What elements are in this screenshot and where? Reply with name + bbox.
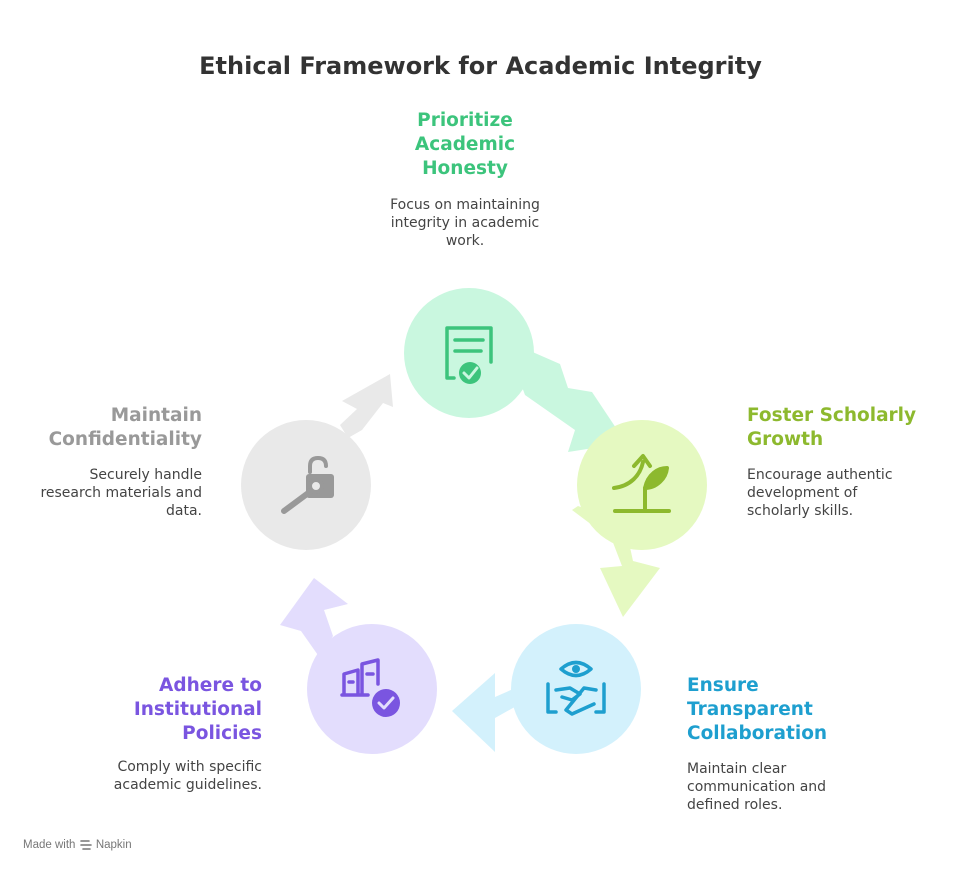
key-unlock-icon: [281, 456, 334, 514]
step-2-circle: [577, 420, 707, 550]
step-2-heading: Foster Scholarly Growth: [747, 405, 917, 450]
napkin-logo-icon: [79, 840, 92, 850]
arrow-5-to-1: [340, 374, 393, 438]
footer-attribution: Made with Napkin: [23, 839, 132, 851]
step-3-circle: [511, 624, 641, 754]
eye-handshake-icon: [546, 660, 606, 716]
document-check-icon: [445, 326, 493, 384]
step-5-description: Securely handle research materials and d…: [40, 467, 202, 519]
step-2-description: Encourage authentic development of schol…: [747, 467, 893, 519]
arrow-4-to-5: [280, 578, 348, 658]
made-with-label: Made with: [23, 839, 76, 852]
step-4-circle: [307, 624, 437, 754]
page-title: Ethical Framework for Academic Integrity: [199, 52, 762, 80]
arrow-1-to-2: [505, 340, 626, 452]
step-4-description: Comply with specific academic guidelines…: [113, 759, 262, 793]
step-1-heading: Prioritize Academic Honesty: [414, 110, 516, 179]
cycle-arrows: [280, 340, 660, 752]
step-3-heading: Ensure Transparent Collaboration: [687, 675, 828, 744]
step-4-heading: Adhere to Institutional Policies: [133, 675, 262, 744]
building-check-icon: [340, 658, 400, 717]
step-1-circle: [404, 288, 534, 418]
arrow-2-to-3: [572, 506, 660, 617]
step-1-description: Focus on maintaining integrity in academ…: [390, 197, 540, 249]
step-3-description: Maintain clear communication and defined…: [687, 761, 827, 813]
napkin-brand-label: Napkin: [95, 839, 132, 852]
sprout-growth-icon: [612, 454, 671, 513]
step-5-heading: Maintain Confidentiality: [48, 405, 202, 450]
